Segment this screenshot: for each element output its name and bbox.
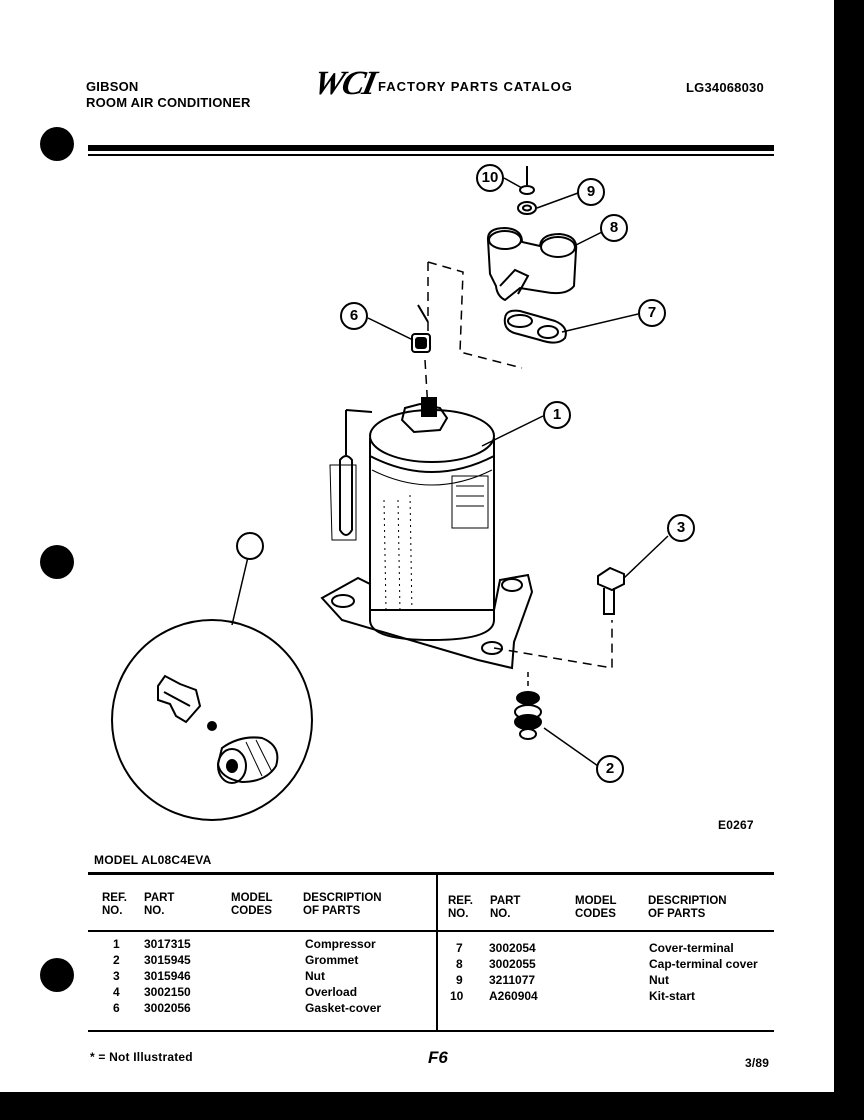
table-row-desc: Nut	[649, 973, 669, 987]
table-row-ref: 3	[113, 969, 120, 983]
callout-2: 2	[596, 755, 624, 783]
table-row-ref: 9	[456, 973, 463, 987]
table-row-part: 3002054	[489, 941, 536, 955]
model-number: MODEL AL08C4EVA	[94, 853, 212, 867]
catalog-title: FACTORY PARTS CATALOG	[378, 79, 573, 94]
header-rule-thin	[88, 154, 774, 156]
figure-code: E0267	[718, 818, 754, 832]
table-row-ref: 6	[113, 1001, 120, 1015]
table-row-ref: 2	[113, 953, 120, 967]
table-row-part: 3015945	[144, 953, 191, 967]
punch-hole-top	[40, 127, 74, 161]
table-row-desc: Gasket-cover	[305, 1001, 382, 1015]
table-bottom-rule	[88, 1030, 774, 1032]
table-column-divider	[436, 875, 438, 1032]
table-row-desc: Overload	[305, 985, 358, 999]
table-row-ref: 4	[113, 985, 120, 999]
product-name: ROOM AIR CONDITIONER	[86, 95, 251, 110]
punch-hole-middle	[40, 545, 74, 579]
table-row-desc: Compressor	[305, 937, 376, 951]
callout-1: 1	[543, 401, 571, 429]
table-row-part: 3002056	[144, 1001, 191, 1015]
table-row-part: 3002150	[144, 985, 191, 999]
table-row-desc: Cap-terminal cover	[649, 957, 758, 971]
table-row-part: 3002055	[489, 957, 536, 971]
callout-3: 3	[667, 514, 695, 542]
callout-8: 9	[577, 178, 605, 206]
table-row-desc: Nut	[305, 969, 325, 983]
callout-6: 7	[638, 299, 666, 327]
table-row-part: 3017315	[144, 937, 191, 951]
table-row-ref: 1	[113, 937, 120, 951]
revision-date: 3/89	[745, 1056, 770, 1070]
page-number: F6	[428, 1048, 448, 1067]
punch-hole-bottom	[40, 958, 74, 992]
table-row-ref: 10	[450, 989, 464, 1003]
header-ref-left: REF.NO.	[102, 892, 127, 917]
brand-name: GIBSON	[86, 79, 139, 94]
table-top-rule	[88, 872, 774, 875]
table-row-desc: Kit-start	[649, 989, 696, 1003]
table-row-ref: 7	[456, 941, 463, 955]
table-row-desc: Cover-terminal	[649, 941, 734, 955]
table-row-ref: 8	[456, 957, 463, 971]
header-rule	[88, 145, 774, 151]
catalog-page: GIBSON ROOM AIR CONDITIONER WCI FACTORY …	[0, 0, 834, 1092]
callout-10	[236, 532, 264, 560]
callout-7: 8	[600, 214, 628, 242]
callout-9: 10	[476, 164, 504, 192]
not-illustrated-note: * = Not Illustrated	[90, 1050, 193, 1064]
doc-code: LG34068030	[686, 80, 764, 95]
table-row-part: 3211077	[489, 973, 536, 987]
callout-4: 6	[340, 302, 368, 330]
exploded-parts-diagram	[111, 166, 669, 821]
table-row-part: A260904	[489, 989, 538, 1003]
table-row-part: 3015946	[144, 969, 191, 983]
table-row-desc: Grommet	[305, 953, 359, 967]
header-ref-right: REF.NO.	[448, 895, 473, 920]
table-header-rule	[88, 930, 774, 932]
